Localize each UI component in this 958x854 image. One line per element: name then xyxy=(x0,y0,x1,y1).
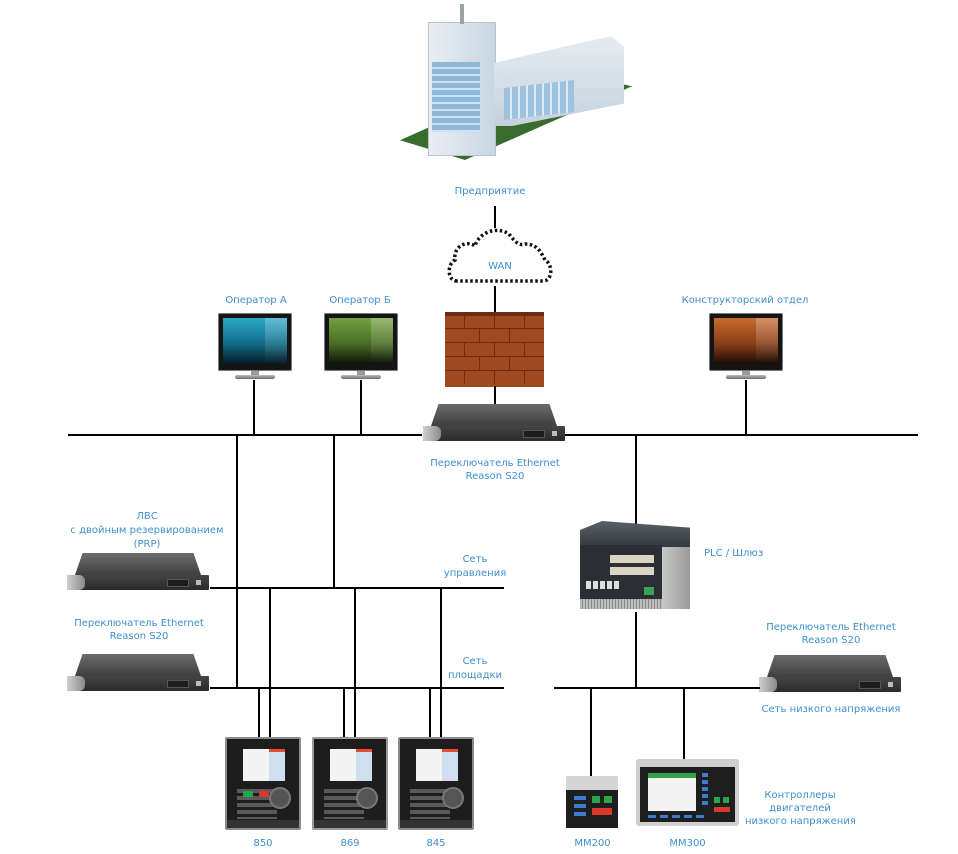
link-plc-lv-bus xyxy=(635,612,637,688)
relay-850-label: 850 xyxy=(253,838,273,849)
link-firewall-switch xyxy=(494,386,496,406)
control-network-label-line2: управления xyxy=(443,568,507,579)
enterprise-building xyxy=(400,0,632,165)
operator-a-label: Оператор А xyxy=(225,295,287,306)
main-backbone-right xyxy=(565,434,918,436)
relay-845-link-control xyxy=(440,587,442,737)
lv-switch-label-line1: Переключатель Ethernet xyxy=(766,622,896,633)
link-bus-to-control-net xyxy=(333,434,335,588)
prp-ethernet-switch xyxy=(67,553,209,593)
motor-controllers-label-line1: Контроллеры xyxy=(764,790,836,801)
building-antenna xyxy=(460,4,464,24)
operator-a-screen xyxy=(223,318,287,364)
engineering-label: Конструкторский отдел xyxy=(681,295,809,306)
mm200-label: MM200 xyxy=(574,838,611,849)
relay-845-link-station xyxy=(429,687,431,737)
link-bus-to-station-net xyxy=(236,434,238,688)
left-switch-label-line2: Reason S20 xyxy=(109,631,169,642)
mm300-label: MM300 xyxy=(669,838,706,849)
link-bus-to-plc xyxy=(635,434,637,524)
control-network-bus xyxy=(210,587,504,589)
relay-850-device xyxy=(225,737,301,830)
link-enterprise-wan xyxy=(494,206,496,228)
motor-controllers-label-line3: низкого напряжения xyxy=(745,816,856,827)
link-operator-a xyxy=(253,380,255,435)
relay-869-device xyxy=(312,737,388,830)
mm300-stop-button xyxy=(714,807,730,812)
relay-869-link-control xyxy=(354,587,356,737)
link-operator-b xyxy=(360,380,362,435)
plc-label: PLC / Шлюз xyxy=(704,548,764,559)
mm300-screen xyxy=(648,773,696,811)
mm200-device xyxy=(566,776,618,828)
station-network-label-line2: площадки xyxy=(447,670,503,681)
motor-controllers-label-line2: двигателей xyxy=(769,803,831,814)
link-engineering xyxy=(745,380,747,435)
relay-869-link-station xyxy=(343,687,345,737)
mm300-device xyxy=(636,759,739,826)
relay-850-green-button xyxy=(243,791,253,797)
relay-850-link-control xyxy=(269,587,271,737)
prp-label-line1: ЛВС xyxy=(136,511,158,522)
firewall-icon xyxy=(445,312,544,387)
link-wan-firewall xyxy=(494,286,496,312)
relay-845-device xyxy=(398,737,474,830)
operator-b-screen xyxy=(329,318,393,364)
link-mm200 xyxy=(590,687,592,776)
relay-869-label: 869 xyxy=(340,838,360,849)
engineering-monitor xyxy=(709,313,783,381)
enterprise-label: Предприятие xyxy=(454,186,526,197)
link-mm300 xyxy=(683,687,685,759)
lv-ethernet-switch xyxy=(759,655,901,695)
control-network-label-line1: Сеть xyxy=(462,554,488,565)
left-ethernet-switch xyxy=(67,654,209,694)
station-network-bus xyxy=(210,687,504,689)
mm200-stop-button xyxy=(592,808,612,815)
operator-a-monitor xyxy=(218,313,292,381)
main-backbone-left xyxy=(68,434,422,436)
prp-label-line3: (PRP) xyxy=(133,539,161,550)
station-network-label-line1: Сеть xyxy=(462,656,488,667)
wan-cloud xyxy=(447,228,553,283)
building-tower-glass xyxy=(432,62,480,132)
lv-switch-label-line2: Reason S20 xyxy=(801,635,861,646)
engineering-screen xyxy=(714,318,778,364)
left-switch-label-line1: Переключатель Ethernet xyxy=(74,618,204,629)
operator-b-monitor xyxy=(324,313,398,381)
lv-network-bus xyxy=(554,687,760,689)
main-ethernet-switch xyxy=(423,404,565,444)
relay-850-red-button xyxy=(259,791,269,797)
wan-cloud-outline xyxy=(447,228,553,283)
lv-network-label: Сеть низкого напряжения xyxy=(761,704,901,715)
prp-label-line2: с двойным резервированием xyxy=(70,525,224,536)
relay-850-link-station xyxy=(258,687,260,737)
plc-gateway-device xyxy=(580,521,690,613)
main-switch-label-line1: Переключатель Ethernet xyxy=(430,458,560,469)
operator-b-label: Оператор Б xyxy=(329,295,391,306)
relay-845-label: 845 xyxy=(426,838,446,849)
wan-label: WAN xyxy=(488,261,512,272)
main-switch-label-line2: Reason S20 xyxy=(465,471,525,482)
